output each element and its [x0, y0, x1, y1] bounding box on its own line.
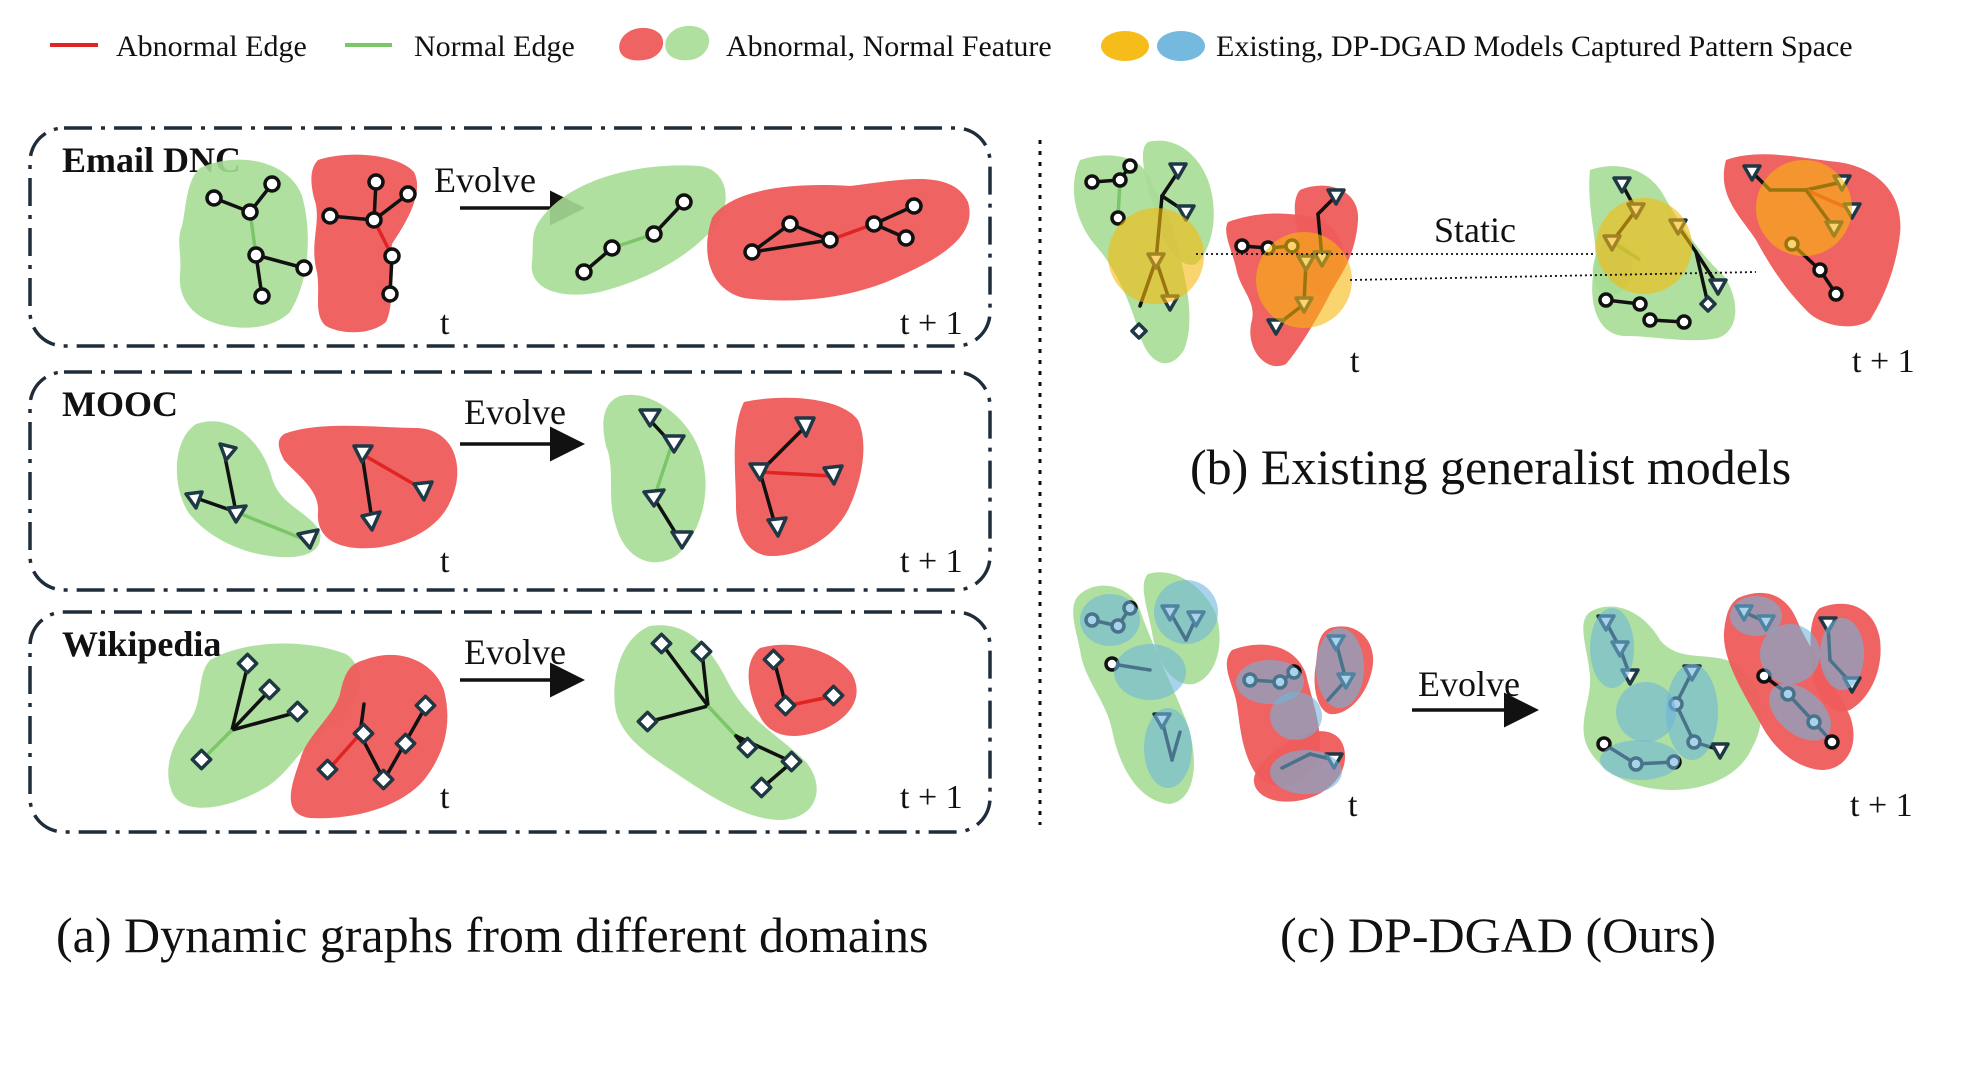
panel-mooc: MOOC Evolve t: [28, 370, 992, 592]
dpdgad-pattern-space: [1270, 692, 1322, 740]
panel-wikipedia: Wikipedia Evolve t: [28, 610, 992, 834]
normal-feature-swatch: [665, 25, 710, 61]
dpdgad-pattern-space: [1666, 664, 1718, 760]
existing-pattern-space: [1256, 232, 1352, 328]
dpdgad-pattern-space: [1820, 618, 1864, 690]
legend: Abnormal Edge Normal Edge Abnormal, Norm…: [50, 25, 1853, 63]
abnormal-feature-region: [311, 154, 418, 333]
static-label: Static: [1434, 210, 1516, 250]
evolve-label: Evolve: [1418, 664, 1520, 704]
legend-abnormal-edge: Abnormal Edge: [116, 30, 307, 63]
time-label-t1: t + 1: [900, 543, 963, 580]
evolve-label: Evolve: [464, 632, 566, 672]
dpdgad-pattern-space: [1154, 580, 1218, 644]
graph-t: [190, 652, 437, 791]
graph-t: [205, 173, 417, 305]
panel-border: [28, 126, 992, 348]
dpdgad-pattern-space: [1236, 660, 1304, 704]
time-label-t1: t + 1: [900, 305, 963, 342]
dpdgad-pattern-space: [1114, 644, 1186, 700]
panel-title: MOOC: [62, 384, 178, 424]
caption-a: (a) Dynamic graphs from different domain…: [56, 907, 928, 963]
dpdgad-pattern-space: [1144, 708, 1192, 788]
legend-normal-edge: Normal Edge: [414, 30, 575, 63]
abnormal-feature-swatch: [619, 27, 664, 61]
time-label-t: t: [440, 305, 450, 342]
graph-t1: [575, 193, 923, 281]
dpdgad-space-swatch: [1157, 31, 1205, 61]
evolve-label: Evolve: [464, 392, 566, 432]
panel-title: Wikipedia: [62, 624, 221, 664]
normal-feature-region: [176, 421, 321, 558]
dpdgad-pattern-space: [1730, 596, 1782, 636]
panel-dp-dgad: t Evolve: [1073, 572, 1913, 824]
dpdgad-pattern-space: [1769, 683, 1831, 741]
panel-border: [28, 370, 992, 592]
existing-pattern-space: [1596, 198, 1692, 294]
panel-border: [28, 610, 992, 834]
abnormal-feature-region: [734, 397, 864, 556]
graph-t: [184, 442, 434, 550]
time-label-t: t: [1350, 343, 1360, 380]
time-label-t: t: [1348, 787, 1358, 824]
caption-c: (c) DP-DGAD (Ours): [1280, 907, 1716, 963]
dpdgad-pattern-space: [1590, 608, 1634, 688]
evolve-label: Evolve: [434, 160, 536, 200]
dpdgad-pattern-space: [1616, 682, 1676, 742]
graph-t1: [638, 408, 844, 550]
normal-feature-region: [531, 165, 726, 295]
dpdgad-pattern-space: [1760, 624, 1820, 684]
normal-feature-region: [179, 159, 308, 328]
panel-existing-models: t: [1073, 140, 1915, 380]
legend-pattern-space: Existing, DP-DGAD Models Captured Patter…: [1216, 30, 1853, 63]
existing-space-swatch: [1101, 31, 1149, 61]
normal-feature-region: [168, 643, 360, 808]
graph-t1: [636, 632, 845, 799]
panel-email-dnc: Email DNC Evolve t: [28, 126, 992, 348]
dpdgad-pattern-space: [1600, 740, 1680, 780]
existing-pattern-space: [1108, 208, 1204, 304]
time-label-t1: t + 1: [1850, 787, 1913, 824]
legend-features: Abnormal, Normal Feature: [726, 30, 1052, 63]
existing-pattern-space: [1756, 160, 1852, 256]
time-label-t: t: [440, 543, 450, 580]
normal-feature-region: [614, 625, 817, 820]
dpdgad-pattern-space: [1080, 594, 1140, 646]
dpdgad-pattern-space: [1316, 628, 1364, 708]
time-label-t1: t + 1: [900, 779, 963, 816]
time-label-t1: t + 1: [1852, 343, 1915, 380]
dpdgad-pattern-space: [1270, 750, 1342, 794]
time-label-t: t: [440, 779, 450, 816]
caption-b: (b) Existing generalist models: [1190, 439, 1791, 495]
